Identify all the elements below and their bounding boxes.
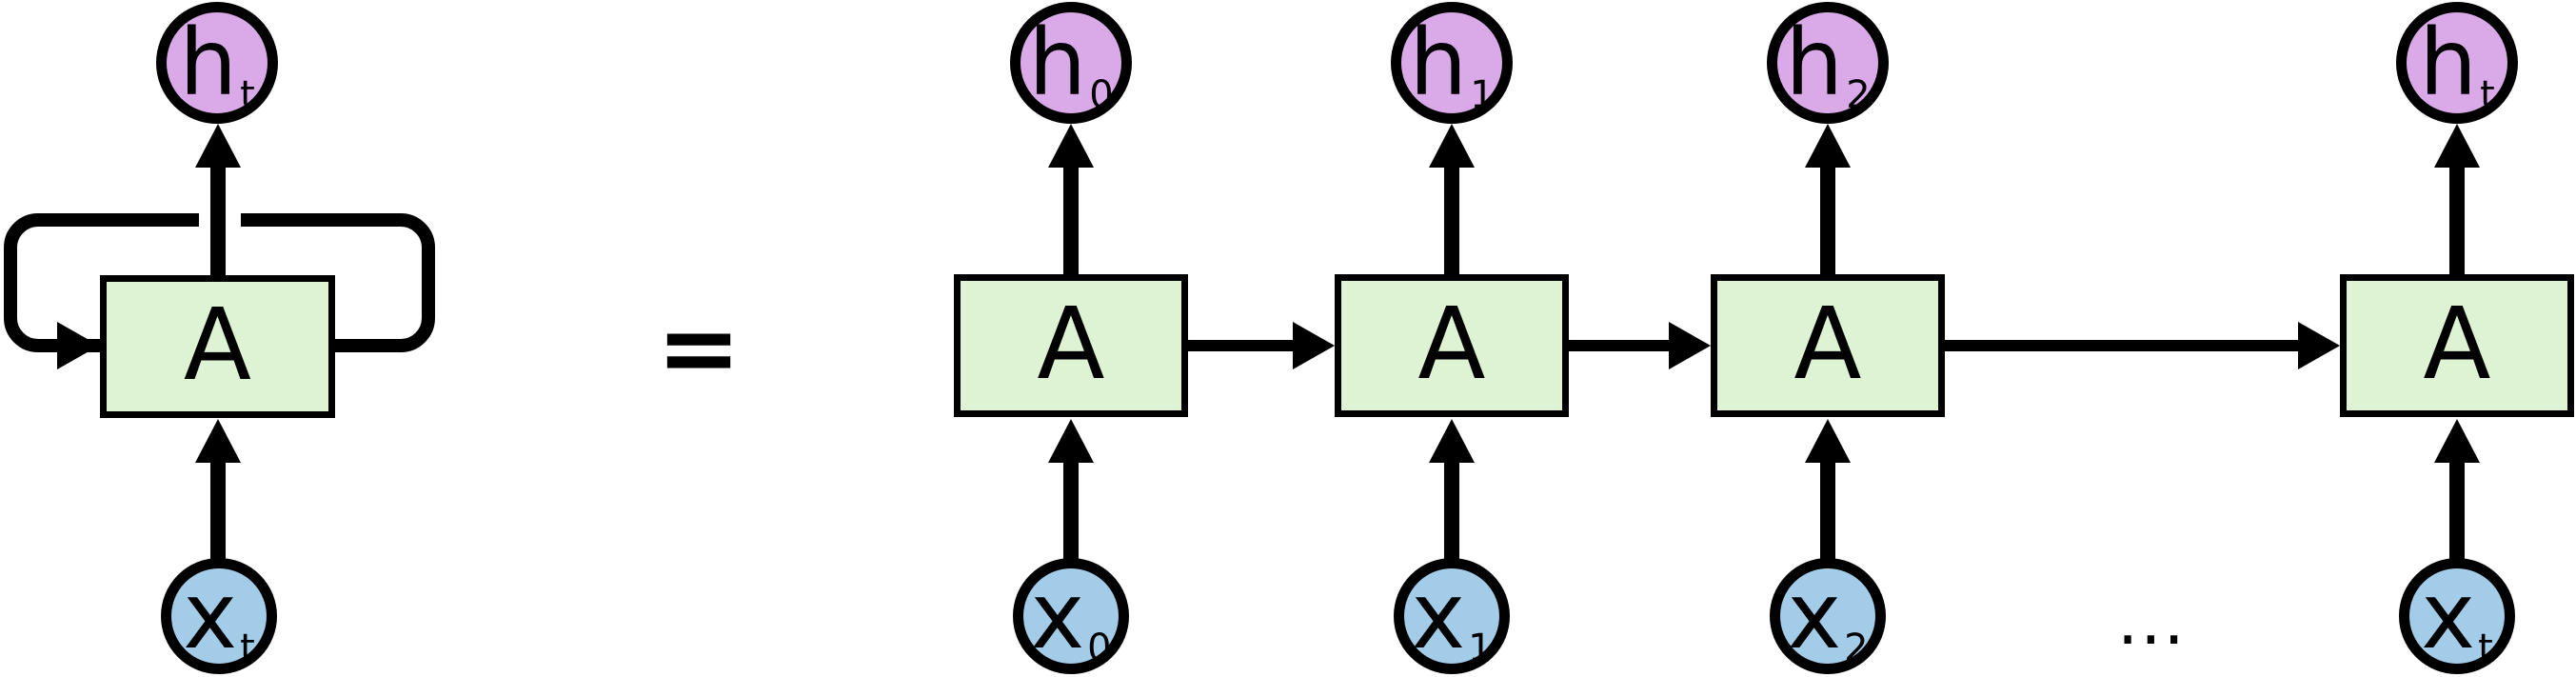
state-arrowhead-0-1-icon <box>1293 322 1335 369</box>
input-arrow-shaft <box>1063 463 1079 559</box>
output-arrow-shaft <box>1820 166 1835 276</box>
output-arrowhead-icon <box>1429 124 1475 168</box>
cell-box: A <box>100 275 335 418</box>
state-arrowhead-2-t-icon <box>2298 322 2340 369</box>
input-arrow-shaft <box>1820 463 1835 559</box>
output-arrow-shaft <box>1444 166 1459 276</box>
equals-sign: = <box>656 289 742 407</box>
state-arrow-shaft-1-2 <box>1569 340 1671 351</box>
output-arrow-shaft <box>2449 166 2465 276</box>
recurrent-loop-arrowhead-icon <box>57 322 99 369</box>
input-arrowhead-icon <box>1048 419 1094 463</box>
input-arrow-shaft <box>2449 463 2465 559</box>
cell-label: A <box>2423 286 2491 402</box>
output-arrow-shaft <box>210 166 226 276</box>
cell-box: A <box>1335 274 1569 417</box>
ellipsis: ... <box>2117 582 2187 660</box>
output-arrowhead-icon <box>2434 124 2480 168</box>
input-arrowhead-icon <box>1805 419 1851 463</box>
state-arrow-shaft-2-t <box>1945 340 2300 351</box>
state-arrow-shaft-0-1 <box>1188 340 1297 351</box>
input-arrow-shaft <box>1444 463 1459 559</box>
state-arrowhead-1-2-icon <box>1669 322 1711 369</box>
output-arrowhead-icon <box>1805 124 1851 168</box>
cell-label: A <box>183 287 252 403</box>
cell-box: A <box>954 274 1188 417</box>
input-arrow-shaft <box>210 463 226 559</box>
output-arrow-shaft <box>1063 166 1079 276</box>
input-arrowhead-icon <box>2434 419 2480 463</box>
cell-label: A <box>1037 286 1105 402</box>
cell-label: A <box>1417 286 1486 402</box>
output-arrowhead-icon <box>1048 124 1094 168</box>
input-arrowhead-icon <box>195 419 241 463</box>
cell-label: A <box>1793 286 1862 402</box>
input-arrowhead-icon <box>1429 419 1475 463</box>
output-arrowhead-icon <box>195 124 241 168</box>
cell-box: A <box>2340 274 2574 417</box>
cell-box: A <box>1711 274 1945 417</box>
